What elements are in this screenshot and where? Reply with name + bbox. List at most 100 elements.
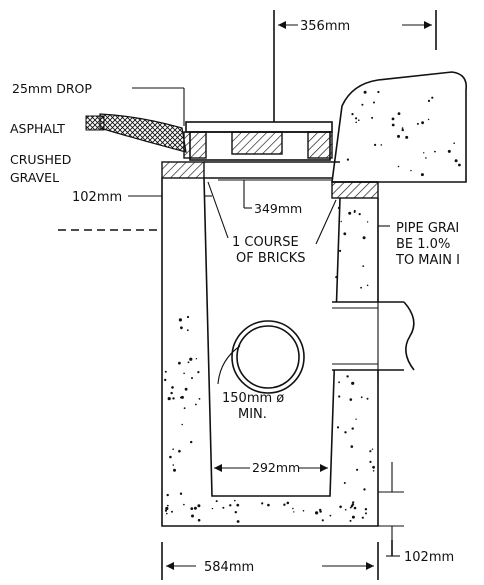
stipple-dot: [229, 504, 232, 507]
stipple-dot: [234, 511, 237, 514]
stipple-dot: [358, 213, 361, 216]
stipple-dot: [191, 377, 193, 380]
stipple-dot: [346, 158, 349, 161]
stipple-dot: [391, 117, 395, 121]
stipple-dot: [416, 122, 419, 125]
stipple-dot: [351, 113, 354, 116]
stipple-dot: [339, 505, 342, 509]
stipple-dot: [286, 501, 290, 505]
stipple-dot: [315, 511, 319, 515]
stipple-dot: [355, 121, 358, 124]
asphalt-leader: [85, 115, 105, 131]
stipple-dot: [364, 508, 368, 511]
stipple-dot: [172, 464, 175, 466]
stipple-dot: [321, 519, 324, 522]
stipple-dot: [397, 165, 400, 168]
stipple-dot: [197, 504, 201, 508]
dim-584: [161, 542, 379, 580]
stipple-dot: [351, 381, 355, 385]
stipple-dot: [366, 284, 369, 287]
stipple-dot: [361, 103, 364, 106]
dim-102-base: [378, 462, 404, 557]
stipple-dot: [191, 514, 194, 518]
stipple-dot: [234, 499, 236, 502]
stipple-dot: [166, 493, 169, 497]
stipple-dot: [169, 455, 172, 459]
stipple-dot: [336, 426, 340, 429]
stipple-dot: [371, 448, 374, 450]
stipple-dot: [401, 127, 404, 129]
leader-pipe-grade: [377, 225, 390, 380]
stipple-dot: [193, 506, 197, 510]
stipple-dot: [454, 159, 458, 163]
stipple-dot: [344, 508, 347, 511]
stipple-dot: [184, 387, 188, 391]
stipple-dot: [171, 386, 174, 389]
stipple-dot: [172, 397, 175, 400]
stipple-dot: [267, 503, 270, 507]
stipple-dot: [179, 396, 182, 399]
brick-course-right: [331, 181, 379, 199]
stipple-dot: [190, 507, 194, 510]
stipple-dot: [181, 423, 183, 426]
stipple-dot: [362, 236, 366, 240]
stipple-dot: [183, 407, 186, 410]
stipple-dot: [302, 510, 305, 512]
stipple-dot: [447, 149, 451, 153]
stipple-dot: [335, 276, 338, 279]
stipple-dot: [329, 514, 332, 517]
stipple-dot: [178, 449, 181, 453]
stipple-dot: [349, 398, 353, 401]
concrete-stipple: [164, 90, 461, 523]
label-349: 349mm: [254, 201, 302, 216]
label-150-2: MIN.: [238, 407, 267, 422]
stipple-dot: [166, 504, 169, 507]
stipple-dot: [353, 211, 356, 213]
dim-356: [273, 10, 437, 122]
stipple-dot: [427, 118, 430, 121]
label-584: 584mm: [204, 560, 254, 575]
stipple-dot: [165, 506, 169, 511]
leader-150: [217, 345, 241, 385]
label-102-left: 102mm: [72, 190, 122, 205]
stipple-dot: [431, 96, 434, 99]
stipple-dot: [360, 396, 363, 399]
stipple-dot: [351, 427, 354, 430]
label-356: 356mm: [300, 19, 350, 34]
outlet-pipe: [332, 301, 415, 371]
stipple-dot: [198, 398, 201, 400]
label-150-1: 150mm ø: [222, 391, 284, 406]
stipple-dot: [434, 150, 436, 153]
stipple-dot: [423, 152, 425, 154]
stipple-dot: [173, 468, 176, 472]
label-25mm-drop: 25mm DROP: [12, 81, 92, 96]
label-bricks-1: 1 COURSE: [232, 235, 299, 250]
stipple-dot: [283, 503, 286, 506]
stipple-dot: [410, 169, 412, 172]
label-crushed: CRUSHED: [10, 152, 71, 167]
stipple-dot: [371, 116, 374, 119]
dim-349: [218, 179, 332, 209]
stipple-dot: [293, 511, 295, 513]
grate-hatch: [231, 131, 283, 155]
label-292: 292mm: [252, 460, 300, 475]
stipple-dot: [353, 506, 357, 510]
asphalt-layer: [99, 113, 187, 153]
stipple-dot: [373, 101, 375, 104]
stipple-dot: [179, 492, 183, 495]
stipple-dot: [178, 318, 182, 322]
stipple-dot: [189, 357, 193, 361]
stipple-dot: [355, 117, 358, 120]
stipple-dot: [178, 361, 181, 365]
stipple-dot: [183, 372, 185, 375]
stipple-dot: [180, 326, 183, 330]
stipple-dot: [360, 286, 362, 289]
stipple-dot: [180, 395, 184, 399]
stipple-dot: [186, 329, 189, 332]
stipple-dot: [343, 482, 346, 484]
stipple-dot: [366, 397, 369, 400]
stipple-dot: [372, 465, 375, 469]
brick-course-left: [161, 161, 205, 179]
stipple-dot: [350, 445, 354, 448]
